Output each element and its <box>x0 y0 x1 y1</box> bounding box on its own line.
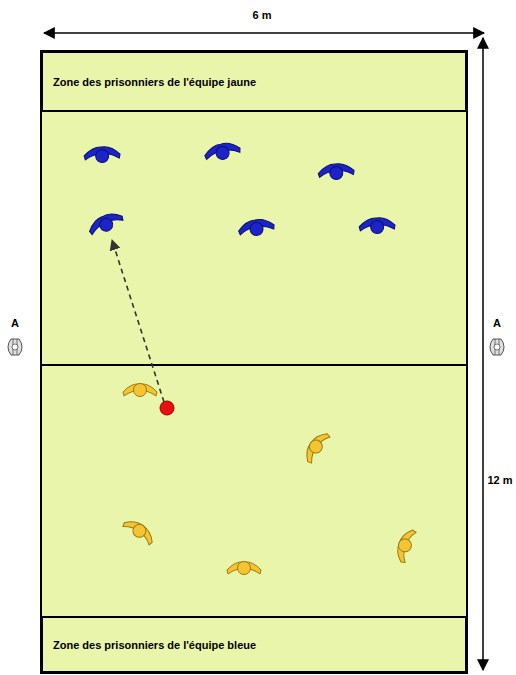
prisoner-zone: Zone des prisonniers de l'équipe bleue <box>41 616 467 673</box>
referee <box>8 339 22 355</box>
ball <box>160 401 174 415</box>
throw-arrow <box>112 240 164 402</box>
referee-label: A <box>10 317 20 330</box>
center-line <box>41 364 467 366</box>
referee <box>490 339 504 355</box>
yellow-players <box>122 80 417 575</box>
prisoner-zone: Zone des prisonniers de l'équipe jaune <box>41 51 467 112</box>
width-dimension <box>44 32 484 34</box>
referee-label: A <box>492 317 502 330</box>
zone-label: Zone des prisonniers de l'équipe jaune <box>43 76 266 88</box>
zone-label: Zone des prisonniers de l'équipe bleue <box>43 639 266 651</box>
blue-players <box>84 140 396 238</box>
length-dimension <box>482 38 484 670</box>
court <box>41 51 467 673</box>
dimension-label: 6 m <box>252 9 273 22</box>
dimension-label: 12 m <box>486 474 513 487</box>
